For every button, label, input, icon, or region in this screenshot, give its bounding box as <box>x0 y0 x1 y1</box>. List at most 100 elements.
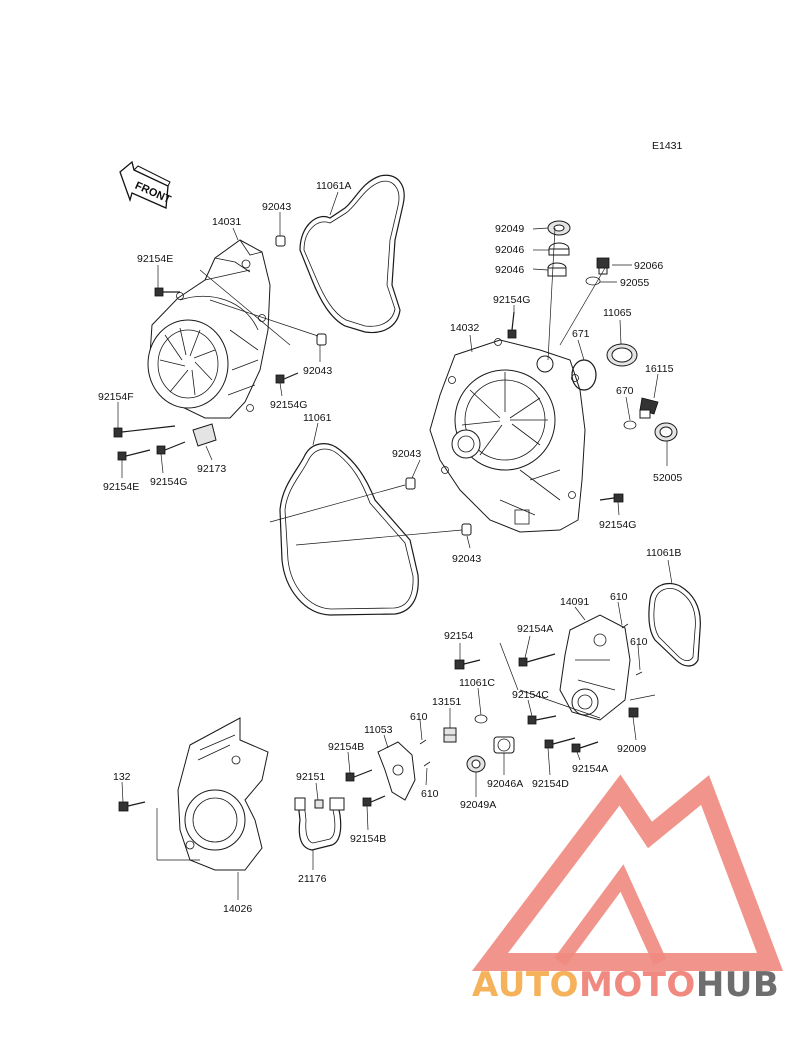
gasket-11061A <box>299 174 405 334</box>
label-92046A: 92046A <box>487 778 523 790</box>
automotohub-watermark-logo: AUTOMOTOHUB <box>471 774 784 1005</box>
bearing-92046A <box>493 736 515 754</box>
label-132: 132 <box>113 771 131 783</box>
label-92154G-mid: 92154G <box>493 294 530 306</box>
bolt-92154B-bot <box>362 795 386 807</box>
label-92154G-right: 92154G <box>599 519 636 531</box>
leader-lines <box>117 191 673 900</box>
clutch-cover-14032 <box>429 338 586 533</box>
label-92154A-bot: 92154A <box>572 763 608 775</box>
plug-16115 <box>639 397 659 419</box>
bolt-92154F <box>113 425 176 438</box>
watermark-moto: MOTO <box>579 965 696 1005</box>
gasket-11061B <box>648 582 701 667</box>
label-92043-d: 92043 <box>452 553 481 565</box>
bolt-92154A-top <box>518 653 556 667</box>
bolt-92154G-left <box>275 372 299 384</box>
label-92154C: 92154C <box>512 689 549 701</box>
label-670: 670 <box>616 385 634 397</box>
hose-21176 <box>297 801 342 851</box>
pump-cover-14091 <box>559 614 631 721</box>
sprocket-cover-14026 <box>177 717 269 871</box>
label-92154E-top: 92154E <box>137 253 173 265</box>
bolt-92154E-bot <box>117 449 151 461</box>
label-92154G-left: 92154G <box>270 399 307 411</box>
label-92154B-bot: 92154B <box>350 833 386 845</box>
label-92154D: 92154D <box>532 778 569 790</box>
bearing-92046-b <box>547 262 567 277</box>
hose-fitting <box>294 797 306 811</box>
bolt-92154G-bot <box>156 441 186 455</box>
pin-610-c <box>419 739 427 745</box>
label-16115: 16115 <box>645 363 674 375</box>
label-92173: 92173 <box>197 463 226 475</box>
label-92154A-top: 92154A <box>517 623 553 635</box>
dowel-92043-b <box>316 333 327 346</box>
label-52005: 52005 <box>653 472 682 484</box>
dowel-92043-a <box>275 235 286 247</box>
bolt-92154C <box>527 715 557 725</box>
label-92043-c: 92043 <box>392 448 421 460</box>
label-92154G-bot: 92154G <box>150 476 187 488</box>
oil-seal-92049 <box>547 220 571 236</box>
label-92043-a: 92043 <box>262 201 291 213</box>
cap-11065 <box>606 343 638 367</box>
pin-610-b <box>635 671 643 676</box>
label-21176: 21176 <box>298 873 327 885</box>
label-13151: 13151 <box>432 696 461 708</box>
o-ring-670 <box>623 420 637 430</box>
label-610-c: 610 <box>410 711 428 723</box>
label-11061B: 11061B <box>646 547 681 559</box>
label-92154E-bot: 92154E <box>103 481 139 493</box>
cap-92173 <box>192 423 217 447</box>
bolt-92009 <box>628 707 639 718</box>
dowel-92043-d <box>461 523 472 536</box>
label-14091: 14091 <box>560 596 589 608</box>
part-labels: 11061A 14031 92043 92154E 92043 92154G 9… <box>98 180 682 915</box>
pin-610-a <box>621 623 629 629</box>
bolt-132 <box>118 801 146 812</box>
generator-cover-14031 <box>147 239 271 419</box>
label-92151: 92151 <box>296 771 325 783</box>
label-610-b: 610 <box>630 636 648 648</box>
o-ring-671 <box>571 359 597 391</box>
label-14026: 14026 <box>223 903 252 915</box>
label-92154: 92154 <box>444 630 473 642</box>
label-610-d: 610 <box>421 788 439 800</box>
label-11061: 11061 <box>303 412 332 424</box>
diagram-code: E1431 <box>652 140 683 152</box>
front-arrow-icon: FRONT <box>119 160 173 209</box>
label-92049A: 92049A <box>460 799 496 811</box>
label-11065: 11065 <box>603 307 632 319</box>
seal-52005 <box>654 422 678 442</box>
svg-text:AUTOMOTOHUB: AUTOMOTOHUB <box>472 965 779 1005</box>
label-92009: 92009 <box>617 743 646 755</box>
label-14032: 14032 <box>450 322 479 334</box>
label-92066: 92066 <box>634 260 663 272</box>
label-92046-b: 92046 <box>495 264 524 276</box>
label-92055: 92055 <box>620 277 649 289</box>
label-92043-b: 92043 <box>303 365 332 377</box>
bolt-92154 <box>454 659 481 670</box>
bearing-92046-a <box>548 242 570 256</box>
hose-fitting-2 <box>329 797 345 811</box>
fitting-13151 <box>443 727 457 743</box>
o-ring-11061C <box>474 714 488 724</box>
holder-11053 <box>377 741 416 801</box>
gasket-11061 <box>279 443 419 616</box>
label-11061A: 11061A <box>316 180 351 192</box>
seal-92049A <box>466 755 486 773</box>
bolt-92154G-right <box>599 493 624 503</box>
watermark-hub: HUB <box>696 965 779 1005</box>
label-610-a: 610 <box>610 591 628 603</box>
label-14031: 14031 <box>212 216 241 228</box>
label-92049: 92049 <box>495 223 524 235</box>
o-ring-92055 <box>585 276 601 286</box>
label-92154B-top: 92154B <box>328 741 364 753</box>
pin-610-d <box>423 761 431 767</box>
label-671: 671 <box>572 328 590 340</box>
dowel-92043-c <box>405 477 416 490</box>
bolt-92154E-top <box>154 287 180 297</box>
bolt-92154G-mid <box>507 311 517 339</box>
